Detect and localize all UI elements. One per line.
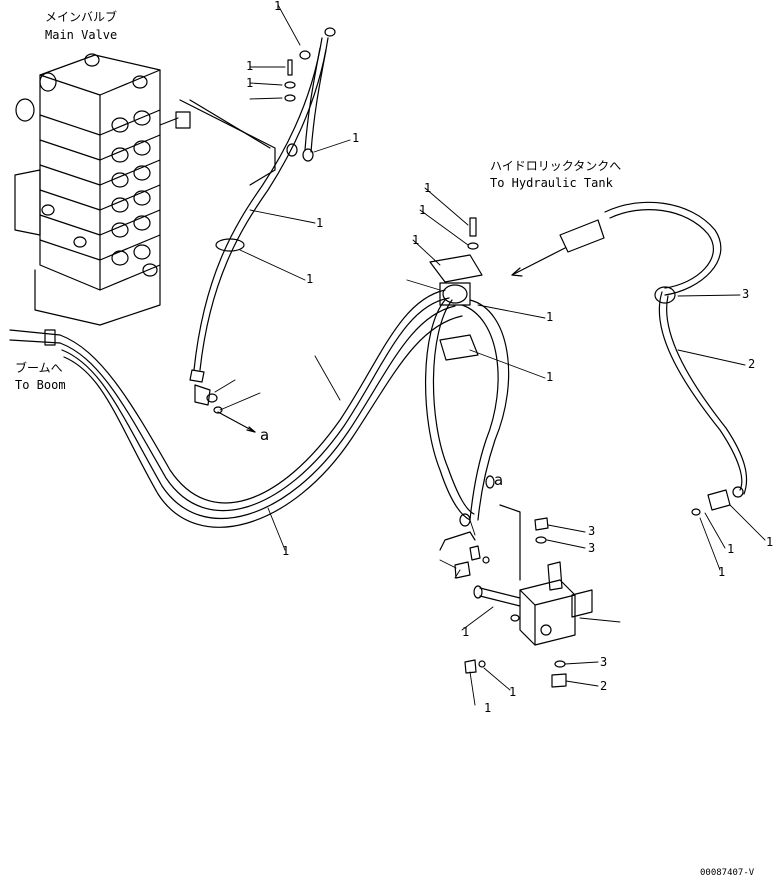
callout-number: 1 xyxy=(306,272,314,286)
valve-block-hose xyxy=(425,282,510,527)
callout-number: 3 xyxy=(588,524,596,538)
main-valve-assembly xyxy=(14,53,191,326)
drawing-code: 00087407-V xyxy=(700,868,755,878)
callout-number: 2 xyxy=(748,357,756,371)
callout-number: 1 xyxy=(727,542,735,556)
callout-number: 1 xyxy=(246,59,254,73)
main-valve-label-en: Main Valve xyxy=(45,28,118,42)
callout-number: 1 xyxy=(424,181,432,195)
reference-a-right: a xyxy=(494,471,504,489)
callout-number: 1 xyxy=(246,76,254,90)
reference-a-left: a xyxy=(260,426,270,444)
callout-number: 1 xyxy=(766,535,774,549)
callout-number: 3 xyxy=(588,541,596,555)
main-valve-label-jp: メインバルブ xyxy=(45,10,118,24)
callout-number: 1 xyxy=(484,701,492,715)
callout-leaders xyxy=(214,4,766,706)
callout-number: 1 xyxy=(274,0,282,13)
callout-number: 1 xyxy=(352,131,360,145)
callout-number: 2 xyxy=(600,679,608,693)
callout-number: 1 xyxy=(718,565,726,579)
main-hose-run xyxy=(9,289,463,528)
callout-number: 1 xyxy=(419,203,427,217)
callout-number: 1 xyxy=(546,310,554,324)
callout-number: 1 xyxy=(546,370,554,384)
callout-number: 3 xyxy=(742,287,750,301)
callout-number: 1 xyxy=(462,625,470,639)
callout-number: 1 xyxy=(316,216,324,230)
upper-hose xyxy=(189,27,336,414)
callout-number: 1 xyxy=(412,233,420,247)
clamps xyxy=(429,254,483,361)
relief-valve-block xyxy=(454,517,593,688)
boom-label-en: To Boom xyxy=(15,378,66,392)
callout-number: 1 xyxy=(282,544,290,558)
tank-label-en: To Hydraulic Tank xyxy=(490,176,613,190)
tank-label-jp: ハイドロリックタンクへ xyxy=(490,159,622,173)
bolts-top xyxy=(284,50,479,250)
callout-number: 3 xyxy=(600,655,608,669)
callout-number: 1 xyxy=(509,685,517,699)
boom-label-jp: ブームへ xyxy=(15,361,63,375)
